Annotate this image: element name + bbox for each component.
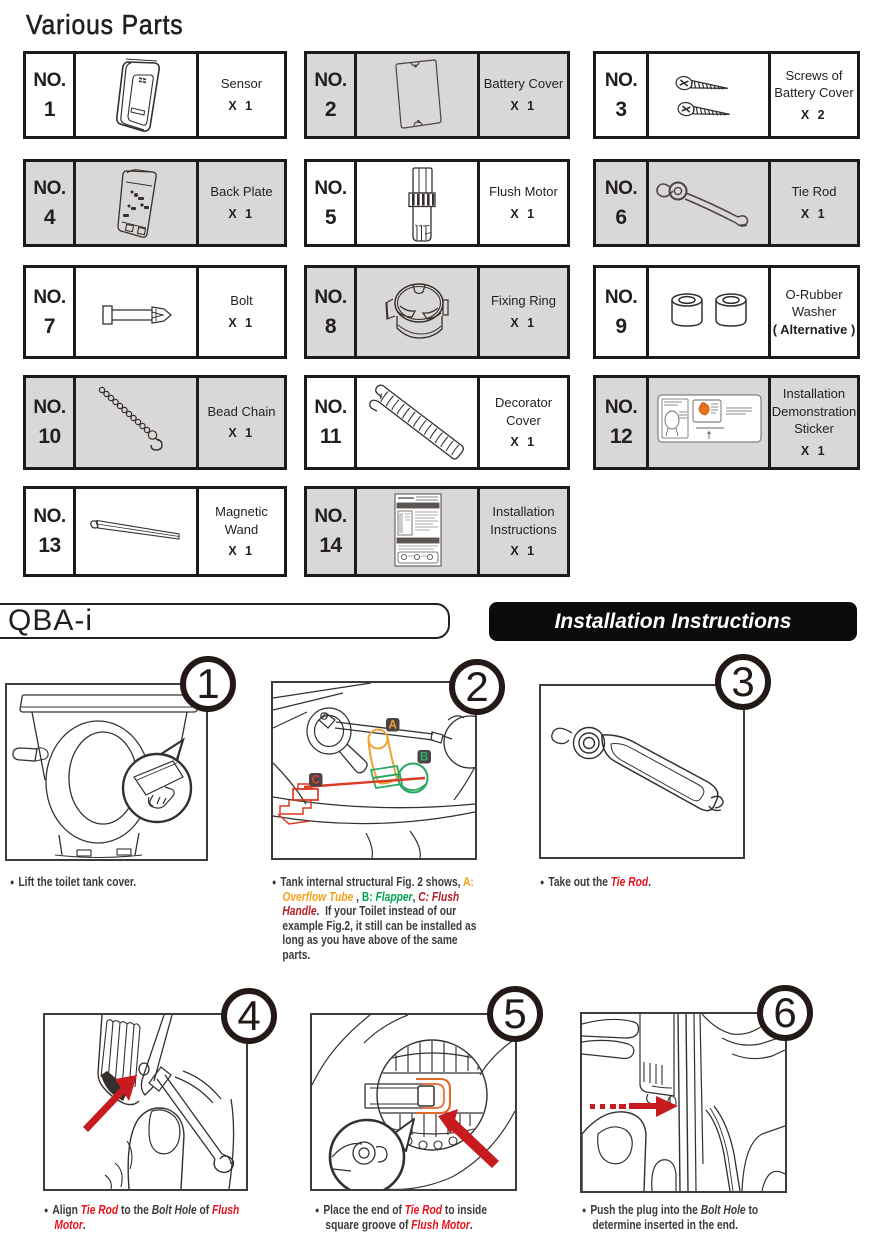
svg-text:A: A — [389, 720, 397, 732]
svg-text:C: C — [312, 775, 320, 787]
svg-text:B: B — [420, 752, 428, 764]
